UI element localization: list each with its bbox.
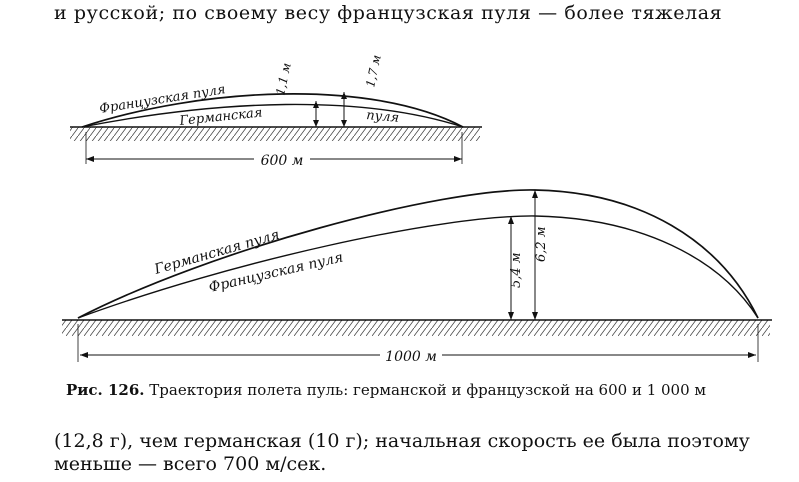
- diagram-600m: 600 м Французская пуля Германская пуля 1…: [70, 54, 482, 169]
- ground-hatching-top: [70, 127, 480, 141]
- trajectory-german-600: [81, 103, 464, 128]
- text-top-line: и русской; по своему весу французская пу…: [54, 2, 723, 24]
- height-label-5-4m: 5,4 м: [509, 252, 524, 288]
- distance-label-1000: 1000 м: [385, 349, 437, 365]
- height-label-1-7m: 1,7 м: [363, 54, 384, 89]
- paragraph-line-2: меньше — всего 700 м/сек.: [54, 453, 327, 475]
- diagram-1000m: 1000 м Германская пуля Французская пуля …: [62, 189, 772, 365]
- paragraph-line-1: (12,8 г), чем германская (10 г); начальн…: [54, 430, 750, 452]
- height-label-6-2m: 6,2 м: [534, 226, 549, 262]
- caption-number: Рис. 126.: [66, 381, 145, 399]
- figure-caption: Рис. 126. Траектория полета пуль: герман…: [66, 381, 706, 399]
- height-label-1-1m: 1,1 м: [273, 62, 294, 97]
- distance-label-600: 600 м: [261, 153, 304, 169]
- ground-hatching-bottom: [62, 320, 770, 336]
- label-german-puly-600: пуля: [366, 108, 400, 126]
- trajectory-french-600: [81, 93, 464, 128]
- trajectory-french-1000: [77, 215, 759, 319]
- label-german-600: Германская: [178, 105, 263, 129]
- caption-text: Траектория полета пуль: германской и фра…: [149, 381, 707, 399]
- paragraph: (12,8 г), чем германская (10 г); начальн…: [54, 430, 750, 476]
- trajectory-german-1000: [77, 189, 759, 319]
